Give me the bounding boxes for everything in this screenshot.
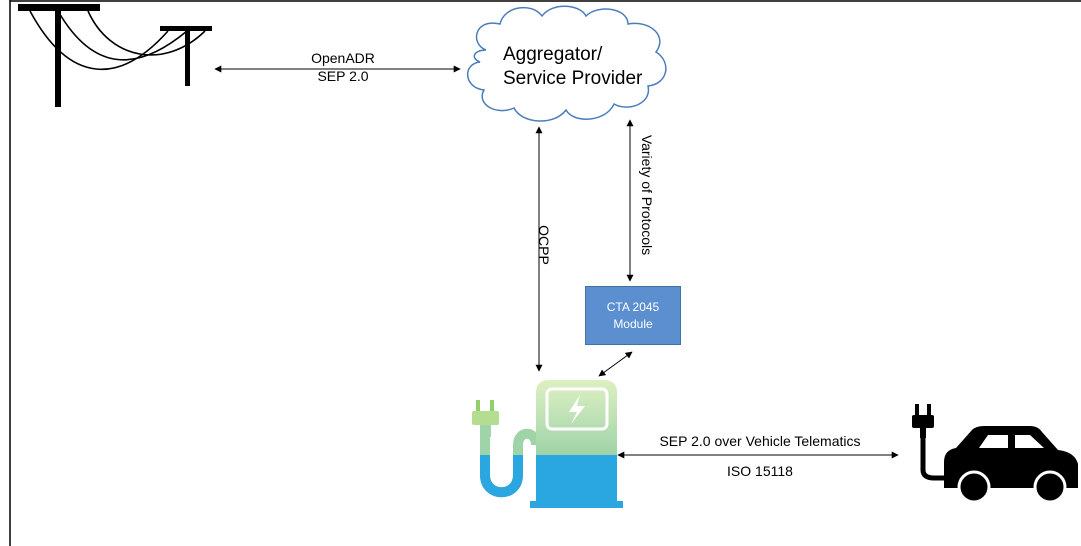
telematics-label: SEP 2.0 over Vehicle Telematics [659, 433, 861, 449]
variety-of-protocols-label: Variety of Protocols [639, 134, 655, 256]
ocpp-label: OCPP [536, 225, 552, 265]
module-label-line2: Module [613, 316, 653, 331]
iso-15118-label: ISO 15118 [727, 463, 793, 479]
module-charger-arrow [598, 351, 633, 377]
power-lines-icon [18, 4, 212, 107]
module-label-line1: CTA 2045 [606, 299, 660, 314]
ev-charging-station-icon [472, 380, 623, 508]
openadr-label: OpenADR [311, 50, 375, 66]
cloud-shape [467, 5, 667, 122]
electric-car-icon [912, 404, 1078, 504]
sep-label: SEP 2.0 [317, 68, 369, 84]
service-provider-label: Service Provider [503, 68, 643, 89]
cta-2045-module: CTA 2045 Module [585, 286, 681, 345]
aggregator-label: Aggregator/ [503, 44, 603, 65]
